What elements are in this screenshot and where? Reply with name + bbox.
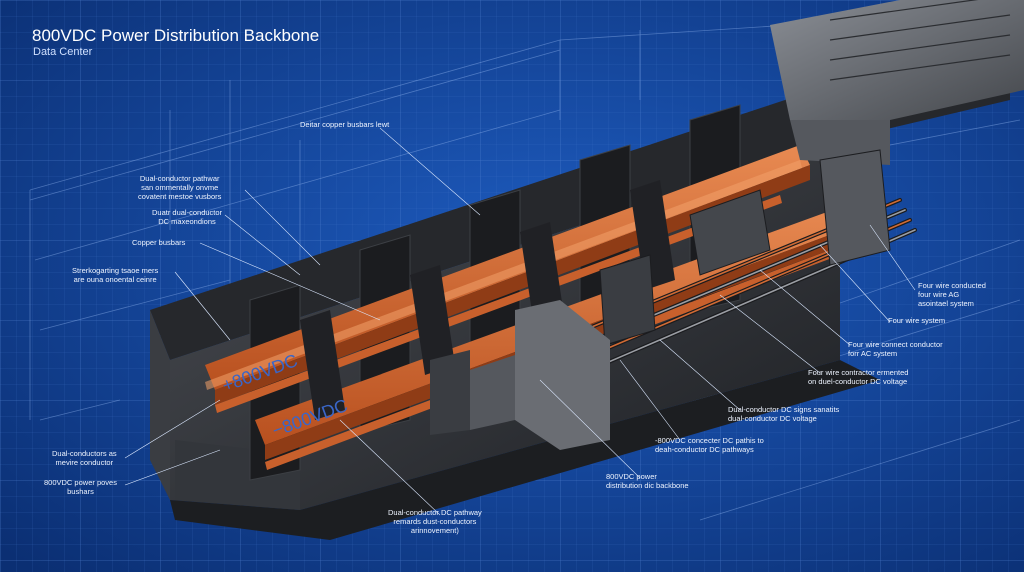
callout-left-3: Copper busbars [132, 238, 186, 247]
callout-left-4: Strerkogarting tsaoe mers are ouna onoen… [72, 266, 159, 284]
callout-right-3: Four wire conducted four wire AG asointa… [918, 281, 986, 308]
callout-top-center: Deitar copper busbars lewt [300, 120, 390, 129]
callout-bottom-center: Dual-conductor DC pathway remards dust-c… [388, 508, 482, 535]
junction-box [430, 300, 610, 450]
callout-left-2: Duatr dual-conductor DC maxeondions [152, 208, 223, 226]
callout-mid-2: Dual-conductor DC signs sanatits dual-co… [728, 405, 840, 423]
callout-left-5: Dual-conductors as mevire conductor [52, 449, 117, 467]
connector-blocks [599, 149, 891, 346]
callout-mid-1: -800VDC concecter DC pathis to deah-cond… [655, 436, 764, 454]
callout-bottom-mid: 800VDC power distribution dic backbone [606, 472, 689, 490]
callout-left-1: Dual-conductor pathwar san ommentally on… [138, 174, 222, 201]
leader-lines [124, 127, 916, 516]
callout-mid-3: Four wire contractor ermented on duel-co… [808, 368, 909, 386]
page-title: 800VDC Power Distribution Backbone [32, 26, 320, 45]
callout-left-6: 800VDC power poves bushars [44, 478, 117, 496]
page-subtitle: Data Center [33, 46, 93, 58]
callout-right-1: Four wire connect conductor forr AC syst… [848, 340, 943, 358]
housing-left-edge [150, 310, 170, 500]
housing-floor [170, 360, 880, 540]
callout-right-2: Four wire system [888, 316, 946, 325]
